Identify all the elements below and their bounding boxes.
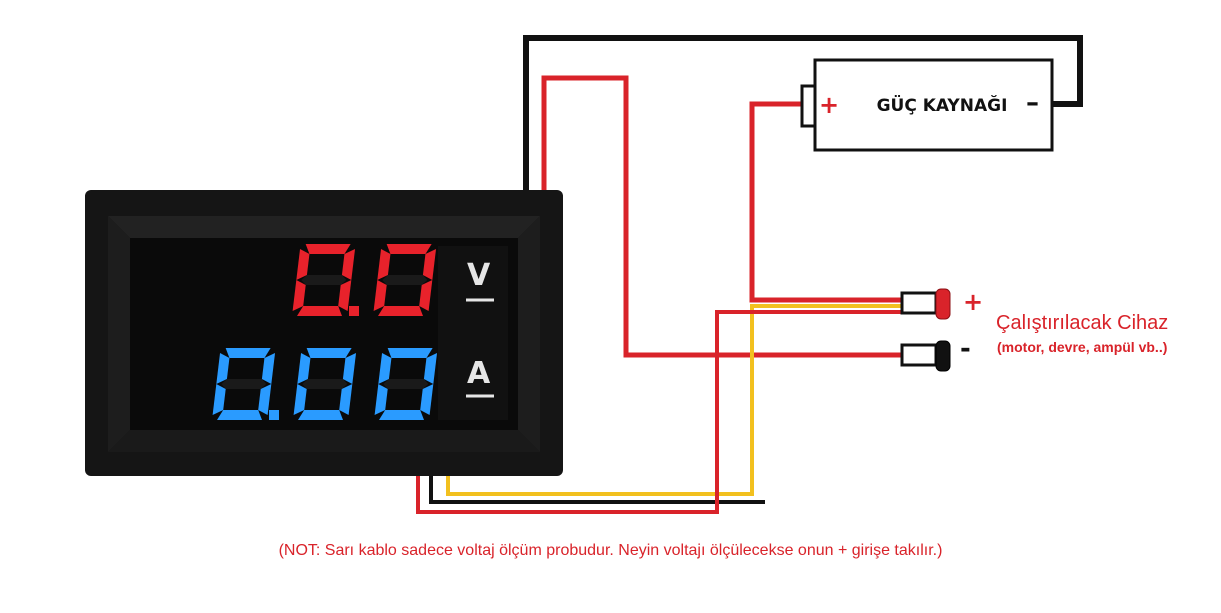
current-segment-g <box>383 379 429 389</box>
current-segment-d <box>379 410 424 420</box>
current-segment-d <box>217 410 262 420</box>
current-digit-2 <box>374 348 438 420</box>
voltage-segment-c <box>419 280 433 311</box>
voltage-segment-g <box>301 275 347 285</box>
voltage-decimal-point <box>349 306 359 316</box>
red-wire-meter-supply <box>416 310 902 514</box>
current-segment-g <box>221 379 267 389</box>
voltage-digit-1 <box>373 244 437 316</box>
current-segment-c <box>258 384 272 415</box>
power-supply-label: GÜÇ KAYNAĞI <box>876 96 1008 116</box>
current-segment-c <box>420 384 434 415</box>
device-plus-label: + <box>963 288 984 316</box>
voltage-segment-d <box>297 306 342 316</box>
voltage-segment-f <box>296 249 310 280</box>
power-supply-minus-label: – <box>1026 88 1039 118</box>
power-supply-body <box>813 58 1054 152</box>
current-digits <box>212 348 438 420</box>
current-segment-b <box>423 353 438 384</box>
current-segment-e <box>293 384 307 415</box>
current-segment-c <box>339 384 353 415</box>
red-wire-supply-plus <box>749 101 902 303</box>
black-wire-meter-ground <box>429 470 765 504</box>
current-segment-d <box>298 410 343 420</box>
voltage-segment-b <box>422 249 437 280</box>
current-digit-0 <box>212 348 276 420</box>
meter-bezel <box>108 216 540 238</box>
voltage-segment-a <box>386 244 432 254</box>
current-segment-b <box>342 353 357 384</box>
current-segment-g <box>302 379 348 389</box>
black-wire-supply-minus <box>523 35 1083 190</box>
voltage-segment-f <box>377 249 391 280</box>
device-subtitle: (motor, devre, ampül vb..) <box>997 339 1168 355</box>
power-supply-terminal <box>800 84 817 128</box>
voltage-segment-g <box>382 275 428 285</box>
current-segment-f <box>216 353 230 384</box>
device-minus-connector <box>900 340 951 372</box>
voltage-segment-b <box>341 249 356 280</box>
note-text: (NOT: Sarı kablo sadece voltaj ölçüm pro… <box>278 542 943 559</box>
current-segment-b <box>261 353 276 384</box>
current-segment-a <box>306 348 352 358</box>
voltage-segment-c <box>338 280 352 311</box>
current-segment-f <box>378 353 392 384</box>
current-segment-e <box>212 384 226 415</box>
current-unit-label: A <box>467 356 491 391</box>
voltage-segment-a <box>305 244 351 254</box>
voltage-digit-0 <box>292 244 356 316</box>
current-digit-1 <box>293 348 357 420</box>
current-segment-f <box>297 353 311 384</box>
device-minus-label: - <box>960 334 971 364</box>
current-segment-e <box>374 384 388 415</box>
panel-meter <box>85 190 563 476</box>
voltage-segment-e <box>373 280 387 311</box>
device-title: Çalıştırılacak Cihaz <box>996 312 1169 334</box>
voltage-segment-e <box>292 280 306 311</box>
yellow-wire-voltage-probe <box>446 304 902 496</box>
meter-unit-panel <box>438 246 508 420</box>
wires <box>416 35 1083 514</box>
current-decimal-point <box>269 410 279 420</box>
power-supply <box>800 58 1054 152</box>
voltage-segment-d <box>378 306 423 316</box>
current-segment-a <box>225 348 271 358</box>
current-segment-a <box>387 348 433 358</box>
voltage-digits <box>292 244 437 316</box>
voltage-unit-label: V <box>467 258 491 293</box>
power-supply-plus-label: + <box>819 91 840 119</box>
device-plus-connector <box>900 288 951 320</box>
